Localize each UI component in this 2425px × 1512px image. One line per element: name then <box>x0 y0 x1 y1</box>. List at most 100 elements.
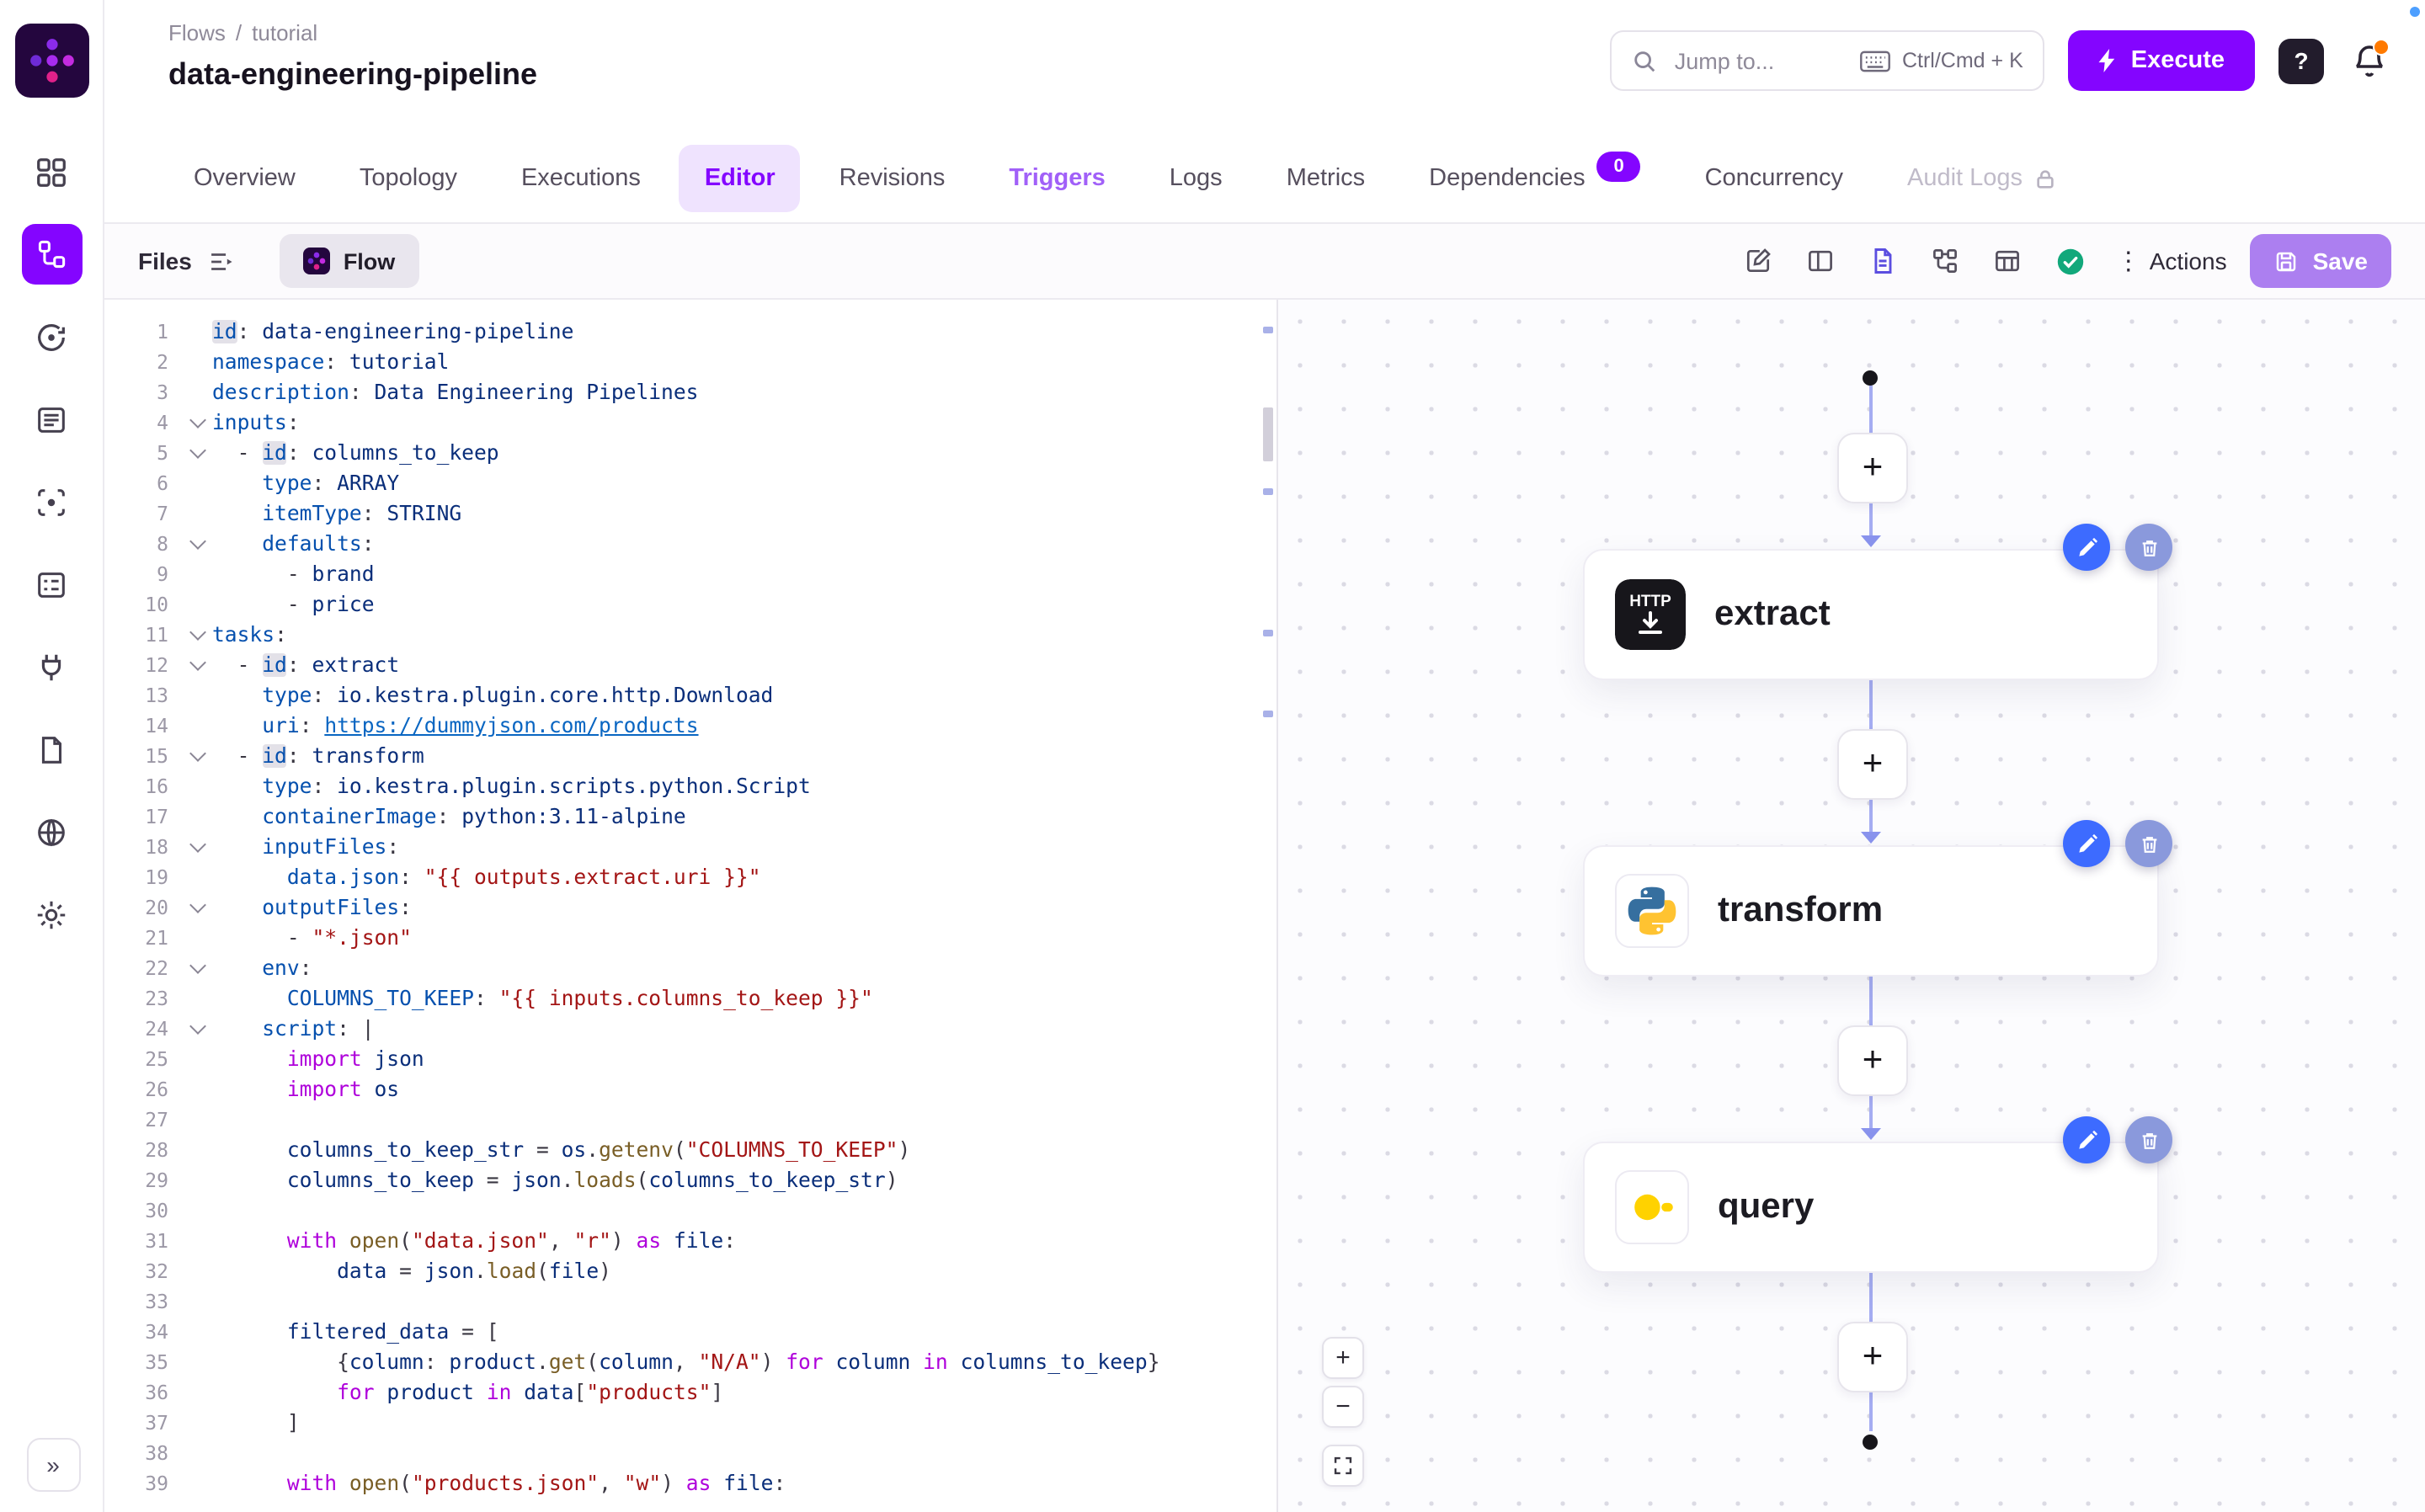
code-line[interactable]: 30 <box>104 1195 1276 1226</box>
delete-task-button[interactable] <box>2125 524 2172 571</box>
fold-chevron-icon[interactable] <box>189 442 205 459</box>
edit-file-icon-button[interactable] <box>1740 242 1777 280</box>
flow-node-query[interactable]: query <box>1583 1116 2172 1273</box>
execute-button[interactable]: Execute <box>2068 30 2255 91</box>
code-line[interactable]: 37 ] <box>104 1408 1276 1438</box>
sidebar-collapse-button[interactable]: » <box>26 1438 80 1492</box>
code-line[interactable]: 38 <box>104 1438 1276 1468</box>
code-line[interactable]: 14 uri: https://dummyjson.com/products <box>104 711 1276 741</box>
code-line[interactable]: 31 with open("data.json", "r") as file: <box>104 1226 1276 1256</box>
sidebar-item-namespaces[interactable] <box>21 554 82 615</box>
code-line[interactable]: 7 itemType: STRING <box>104 498 1276 529</box>
code-line[interactable]: 26 import os <box>104 1074 1276 1105</box>
code-line[interactable]: 18 inputFiles: <box>104 832 1276 862</box>
fold-chevron-icon[interactable] <box>189 412 205 429</box>
code-line[interactable]: 12 - id: extract <box>104 650 1276 680</box>
actions-button[interactable]: ⋮ Actions <box>2116 246 2227 276</box>
sidebar-item-flows[interactable] <box>21 224 82 285</box>
fold-chevron-icon[interactable] <box>189 957 205 974</box>
tab-editor[interactable]: Editor <box>679 145 801 212</box>
files-toggle[interactable]: Files <box>138 247 236 275</box>
code-line[interactable]: 35 {column: product.get(column, "N/A") f… <box>104 1347 1276 1377</box>
fold-chevron-icon[interactable] <box>189 1018 205 1035</box>
help-button[interactable]: ? <box>2278 38 2324 83</box>
overview-ruler[interactable] <box>1261 300 1275 1512</box>
fold-chevron-icon[interactable] <box>189 533 205 550</box>
breadcrumb-flows[interactable]: Flows <box>168 20 226 45</box>
flow-node-transform[interactable]: transform <box>1583 820 2172 977</box>
code-line[interactable]: 36 for product in data["products"] <box>104 1377 1276 1408</box>
add-task-button[interactable]: + <box>1837 433 1908 503</box>
tab-overview[interactable]: Overview <box>168 145 321 212</box>
jump-to-search[interactable]: Ctrl/Cmd + K <box>1610 30 2045 91</box>
code-line[interactable]: 20 outputFiles: <box>104 892 1276 923</box>
tab-concurrency[interactable]: Concurrency <box>1680 145 1868 212</box>
sidebar-item-logs[interactable] <box>21 389 82 450</box>
code-line[interactable]: 19 data.json: "{{ outputs.extract.uri }}… <box>104 862 1276 892</box>
search-input[interactable] <box>1671 46 1847 75</box>
fold-chevron-icon[interactable] <box>189 897 205 913</box>
code-line[interactable]: 10 - price <box>104 589 1276 620</box>
add-task-button[interactable]: + <box>1837 1322 1908 1392</box>
tree-view-icon-button[interactable] <box>1927 242 1964 280</box>
tab-metrics[interactable]: Metrics <box>1261 145 1390 212</box>
code-line[interactable]: 9 - brand <box>104 559 1276 589</box>
code-line[interactable]: 17 containerImage: python:3.11-alpine <box>104 801 1276 832</box>
table-view-icon-button[interactable] <box>1990 242 2027 280</box>
fit-view-button[interactable] <box>1322 1445 1364 1487</box>
fold-chevron-icon[interactable] <box>189 836 205 853</box>
code-line[interactable]: 27 <box>104 1105 1276 1135</box>
valid-check-icon-button[interactable] <box>2052 242 2089 280</box>
split-view-icon-button[interactable] <box>1803 242 1840 280</box>
fold-chevron-icon[interactable] <box>189 624 205 641</box>
zoom-in-button[interactable]: + <box>1322 1337 1364 1379</box>
code-line[interactable]: 29 columns_to_keep = json.loads(columns_… <box>104 1165 1276 1195</box>
code-line[interactable]: 39 with open("products.json", "w") as fi… <box>104 1468 1276 1499</box>
zoom-out-button[interactable]: − <box>1322 1386 1364 1428</box>
code-line[interactable]: 24 script: | <box>104 1014 1276 1044</box>
code-line[interactable]: 8 defaults: <box>104 529 1276 559</box>
code-line[interactable]: 5 - id: columns_to_keep <box>104 438 1276 468</box>
edit-task-button[interactable] <box>2063 1116 2110 1163</box>
tab-logs[interactable]: Logs <box>1144 145 1248 212</box>
add-task-button[interactable]: + <box>1837 729 1908 800</box>
fold-chevron-icon[interactable] <box>189 654 205 671</box>
sidebar-item-dashboard[interactable] <box>21 141 82 202</box>
code-line[interactable]: 33 <box>104 1286 1276 1317</box>
code-line[interactable]: 13 type: io.kestra.plugin.core.http.Down… <box>104 680 1276 711</box>
sidebar-item-instance[interactable] <box>21 801 82 862</box>
sidebar-item-plugins[interactable] <box>21 636 82 697</box>
add-task-button[interactable]: + <box>1837 1025 1908 1096</box>
sidebar-item-executions[interactable] <box>21 306 82 367</box>
code-line[interactable]: 21 - "*.json" <box>104 923 1276 953</box>
code-line[interactable]: 22 env: <box>104 953 1276 983</box>
notifications-button[interactable] <box>2348 39 2391 83</box>
delete-task-button[interactable] <box>2125 820 2172 867</box>
delete-task-button[interactable] <box>2125 1116 2172 1163</box>
sidebar-item-tests[interactable] <box>21 471 82 532</box>
fold-chevron-icon[interactable] <box>189 745 205 762</box>
tab-executions[interactable]: Executions <box>496 145 666 212</box>
tab-revisions[interactable]: Revisions <box>814 145 971 212</box>
flow-file-tab[interactable]: Flow <box>279 234 419 288</box>
file-active-icon-button[interactable] <box>1865 242 1902 280</box>
edit-task-button[interactable] <box>2063 524 2110 571</box>
sidebar-item-settings[interactable] <box>21 884 82 945</box>
edit-task-button[interactable] <box>2063 820 2110 867</box>
code-line[interactable]: 25 import json <box>104 1044 1276 1074</box>
sidebar-item-docs[interactable] <box>21 719 82 780</box>
breadcrumb-namespace[interactable]: tutorial <box>252 20 318 45</box>
tab-triggers[interactable]: Triggers <box>983 145 1130 212</box>
code-line[interactable]: 15 - id: transform <box>104 741 1276 771</box>
code-line[interactable]: 28 columns_to_keep_str = os.getenv("COLU… <box>104 1135 1276 1165</box>
code-line[interactable]: 23 COLUMNS_TO_KEEP: "{{ inputs.columns_t… <box>104 983 1276 1014</box>
